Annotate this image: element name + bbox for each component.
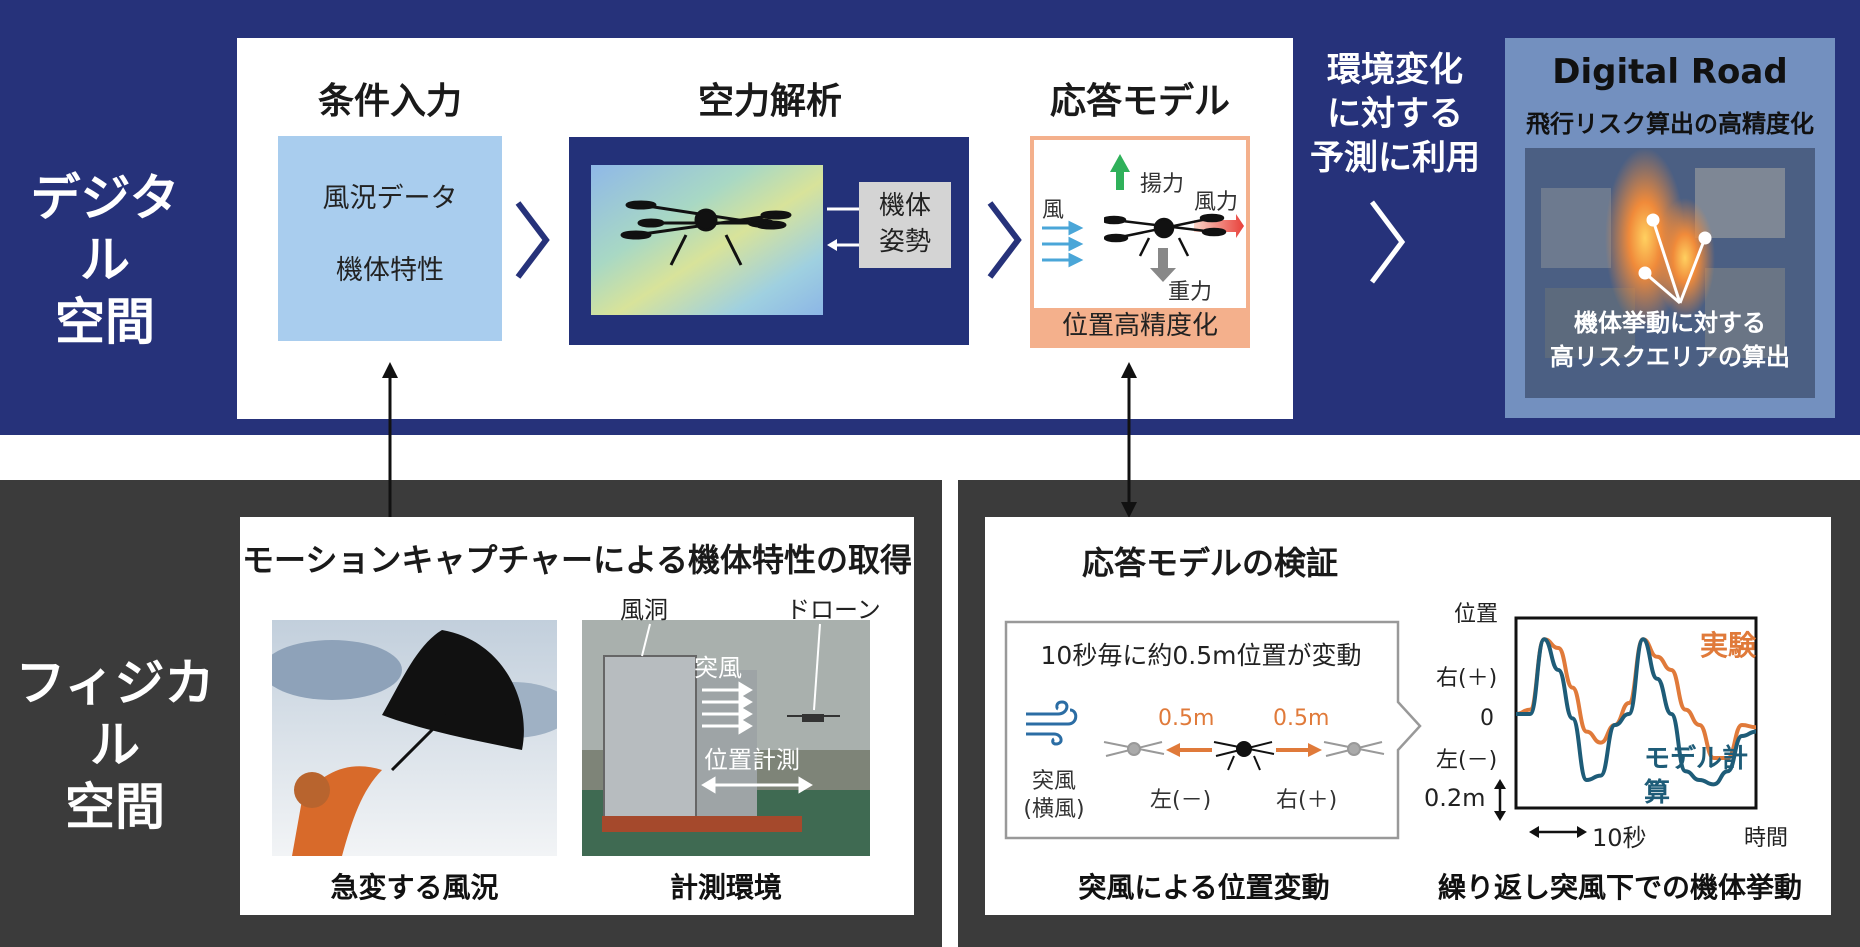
bidirectional-arrow-icon (1121, 362, 1137, 518)
wind-tunnel-icon (603, 655, 697, 827)
gust-line2: (横風) (1023, 797, 1085, 822)
legend-model: モデル計算 (1644, 744, 1749, 808)
verification-title: 応答モデルの検証 (1081, 544, 1338, 582)
chart-ytick-zero: 0 (1480, 706, 1494, 731)
chart-ytick-right: 右(＋) (1436, 666, 1498, 691)
digital-space-label: デジタル 空間 (10, 167, 200, 353)
gravity-arrow-icon (1150, 248, 1176, 282)
digital-label-line1: デジタル (30, 169, 180, 289)
drone-label: ドローン (786, 596, 881, 624)
chevron-right-icon (515, 201, 550, 279)
position-measure-label: 位置計測 (704, 746, 800, 774)
chart-svg (1514, 616, 1758, 810)
chart-scale-x: 10秒 (1592, 824, 1647, 852)
drone-right-ghost-icon (1323, 741, 1385, 757)
response-box: 風 揚力 風力 重力 位置高精度化 (1030, 136, 1250, 348)
right-plus-label: 右(＋) (1276, 788, 1338, 813)
prediction-text: 環境変化 に対する 予測に利用 (1300, 48, 1490, 180)
chart-xlabel: 時間 (1744, 826, 1789, 851)
chevron-right-icon (1370, 200, 1406, 284)
position-shift-diagram (1103, 741, 1385, 771)
response-footer: 位置高精度化 (1034, 308, 1246, 344)
gust-label: 突風 (694, 654, 742, 682)
digital-road-map: Digital Road 飛行リスク算出の高精度化 機体挙動に対する 高リスクエ… (1505, 38, 1835, 418)
response-wind-label: 風 (1042, 198, 1065, 223)
gusty-wind-photo (272, 620, 557, 856)
dist-right-label: 0.5m (1273, 706, 1330, 731)
caption-position-shift: 突風による位置変動 (1078, 871, 1330, 904)
risk-note-line2: 高リスクエリアの算出 (1550, 343, 1790, 371)
wind-arrows-icon (1042, 220, 1084, 268)
lift-label: 揚力 (1140, 172, 1185, 197)
callout-box (1004, 620, 1422, 840)
attitude-box: 機体 姿勢 (859, 182, 951, 268)
gust-line1: 突風 (1031, 769, 1076, 794)
attitude-line2: 姿勢 (878, 227, 931, 257)
gravity-label: 重力 (1168, 280, 1213, 305)
caption-gusty-wind: 急変する風況 (330, 871, 499, 904)
physical-space-label: フィジカル 空間 (10, 652, 220, 838)
wind-tunnel-photo (582, 620, 870, 856)
drone-center-icon (1213, 741, 1275, 771)
caption-repeated-gust: 繰り返し突風下での機体挙動 (1437, 871, 1802, 904)
prediction-line3: 予測に利用 (1310, 138, 1480, 178)
caption-measure-env: 計測環境 (669, 871, 782, 904)
scale-x-arrow-icon (1529, 826, 1587, 838)
input-item-airframe: 機体特性 (336, 255, 444, 286)
physical-label-line1: フィジカル (15, 654, 215, 774)
digital-road-title: Digital Road (1552, 52, 1788, 92)
chart-frame (1514, 616, 1758, 810)
risk-area-note: 機体挙動に対する 高リスクエリアの算出 (1505, 306, 1835, 374)
lift-arrow-icon (1110, 154, 1130, 190)
gust-crosswind-label: 突風 (横風) (1014, 768, 1094, 824)
drone-icon (620, 200, 792, 266)
risk-note-line1: 機体挙動に対する (1574, 309, 1766, 337)
drone-left-ghost-icon (1103, 741, 1165, 757)
input-box: 風況データ 機体特性 (278, 136, 502, 341)
step-response-title: 応答モデル (1049, 81, 1230, 122)
attitude-line1: 機体 (878, 191, 931, 221)
mocap-title: モーションキャプチャーによる機体特性の取得 (241, 541, 913, 579)
drone-icon (787, 714, 840, 722)
chevron-right-icon (987, 201, 1022, 279)
up-arrow-icon (382, 362, 398, 520)
input-item-wind-data: 風況データ (322, 183, 458, 214)
analysis-box: 機体 姿勢 (569, 137, 969, 345)
drone-icon (1104, 213, 1227, 257)
callout-title: 10秒毎に約0.5m位置が変動 (1040, 641, 1362, 670)
dist-left-label: 0.5m (1158, 706, 1215, 731)
response-drone-diagram (1104, 154, 1244, 282)
step-input-title: 条件入力 (317, 81, 462, 122)
digital-label-line2: 空間 (55, 293, 155, 351)
chart-ytick-left: 左(－) (1436, 748, 1498, 773)
chart-ylabel: 位置 (1454, 602, 1499, 627)
chart-scale-y: 0.2m (1424, 784, 1486, 812)
wind-force-label: 風力 (1194, 190, 1239, 215)
digital-road-subtitle: 飛行リスク算出の高精度化 (1526, 110, 1814, 138)
legend-experiment: 実験 (1700, 629, 1757, 662)
map-image (1505, 38, 1835, 418)
wind-swirl-icon (1026, 700, 1078, 746)
cfd-heatmap (591, 165, 823, 315)
physical-label-line2: 空間 (65, 778, 165, 836)
umbrella-icon (382, 630, 524, 750)
prediction-line1: 環境変化 (1327, 50, 1463, 90)
prediction-line2: に対する (1327, 94, 1463, 134)
scale-y-arrow-icon (1494, 779, 1506, 821)
series-line-1 (1516, 637, 1757, 787)
tunnel-label: 風洞 (620, 596, 668, 624)
left-minus-label: 左(－) (1150, 788, 1212, 813)
step-analysis-title: 空力解析 (697, 81, 842, 122)
